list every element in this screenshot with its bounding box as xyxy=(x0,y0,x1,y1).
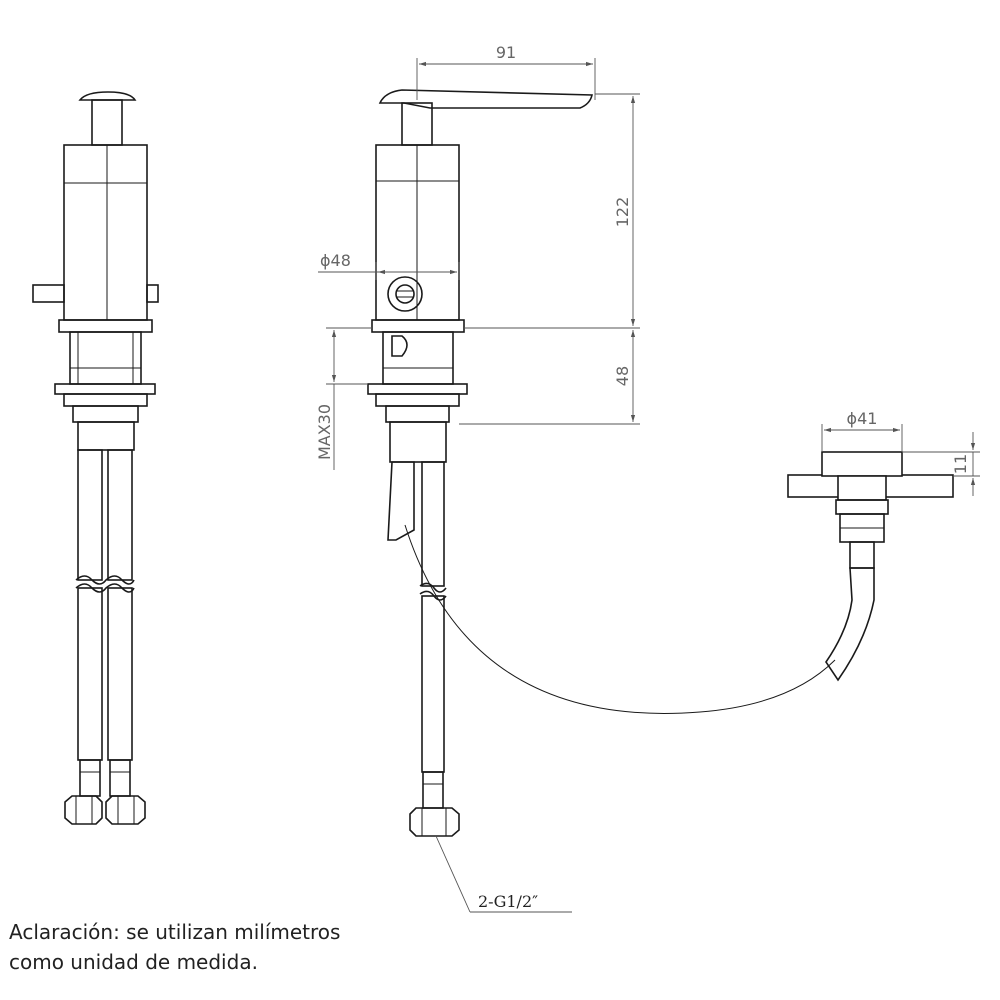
side-upper-flange xyxy=(371,319,465,333)
dim-label-48: 48 xyxy=(613,366,632,386)
side-nut-lower xyxy=(385,405,450,423)
front-hex-nut-right xyxy=(105,795,146,825)
side-clip xyxy=(391,335,408,357)
reference-arc xyxy=(404,524,836,714)
detail-base-cap xyxy=(821,451,903,477)
front-view xyxy=(32,91,159,825)
detail-base-stem xyxy=(837,475,887,501)
front-hose-left xyxy=(77,449,103,581)
dimension-diameter-41 xyxy=(821,424,903,452)
front-hose-right xyxy=(107,449,133,581)
dim-label-91: 91 xyxy=(496,43,516,62)
side-view xyxy=(367,89,593,837)
side-aerator-outer xyxy=(387,276,423,312)
front-nut-lower xyxy=(72,405,139,423)
dimension-11 xyxy=(902,432,980,496)
detail-view xyxy=(787,451,954,682)
front-right-pin xyxy=(146,284,159,303)
front-nut xyxy=(63,393,148,407)
front-fitting-right xyxy=(109,759,131,797)
detail-nut xyxy=(835,499,889,515)
dimension-diameter-48 xyxy=(318,262,460,280)
front-upper-flange xyxy=(58,319,153,333)
dimension-48-shank xyxy=(459,330,640,425)
front-tube-connector xyxy=(77,421,135,451)
front-body xyxy=(63,144,148,321)
dimension-max30 xyxy=(326,327,372,470)
front-handle-top xyxy=(78,91,137,101)
side-hose-cut xyxy=(387,461,415,541)
units-note-line-2: como unidad de medida. xyxy=(9,950,258,974)
side-tube-connector xyxy=(389,421,447,463)
front-fitting-left xyxy=(79,759,101,797)
dimension-91 xyxy=(416,58,596,100)
dim-label-122: 122 xyxy=(613,197,632,228)
dim-label-diameter-41: ϕ41 xyxy=(847,409,878,428)
front-left-pin xyxy=(32,284,65,303)
front-lower-flange xyxy=(54,383,156,395)
side-lower-flange xyxy=(367,383,468,395)
dim-label-11: 11 xyxy=(951,454,970,474)
front-shank xyxy=(69,331,142,385)
dim-label-max30: MAX30 xyxy=(315,404,334,460)
side-nut xyxy=(375,393,460,407)
side-hose-straight xyxy=(421,461,445,587)
side-fitting xyxy=(422,771,444,809)
thread-callout-label: 2-G1/2″ xyxy=(478,892,538,911)
front-handle-stem xyxy=(91,99,123,146)
detail-hose xyxy=(825,567,875,682)
side-aerator-inner xyxy=(395,284,415,304)
units-note: Aclaración: se utilizan milímetros como … xyxy=(9,917,340,977)
dimension-122 xyxy=(464,93,640,329)
side-hex-nut xyxy=(409,807,460,837)
side-shank xyxy=(382,331,454,385)
units-note-line-1: Aclaración: se utilizan milímetros xyxy=(9,920,341,944)
thread-callout xyxy=(435,835,572,913)
side-lever-handle xyxy=(378,89,593,109)
dim-label-diameter-48: ϕ48 xyxy=(320,251,351,270)
detail-fitting xyxy=(849,541,875,569)
side-handle-stem xyxy=(401,102,433,146)
front-hex-nut-left xyxy=(64,795,103,825)
